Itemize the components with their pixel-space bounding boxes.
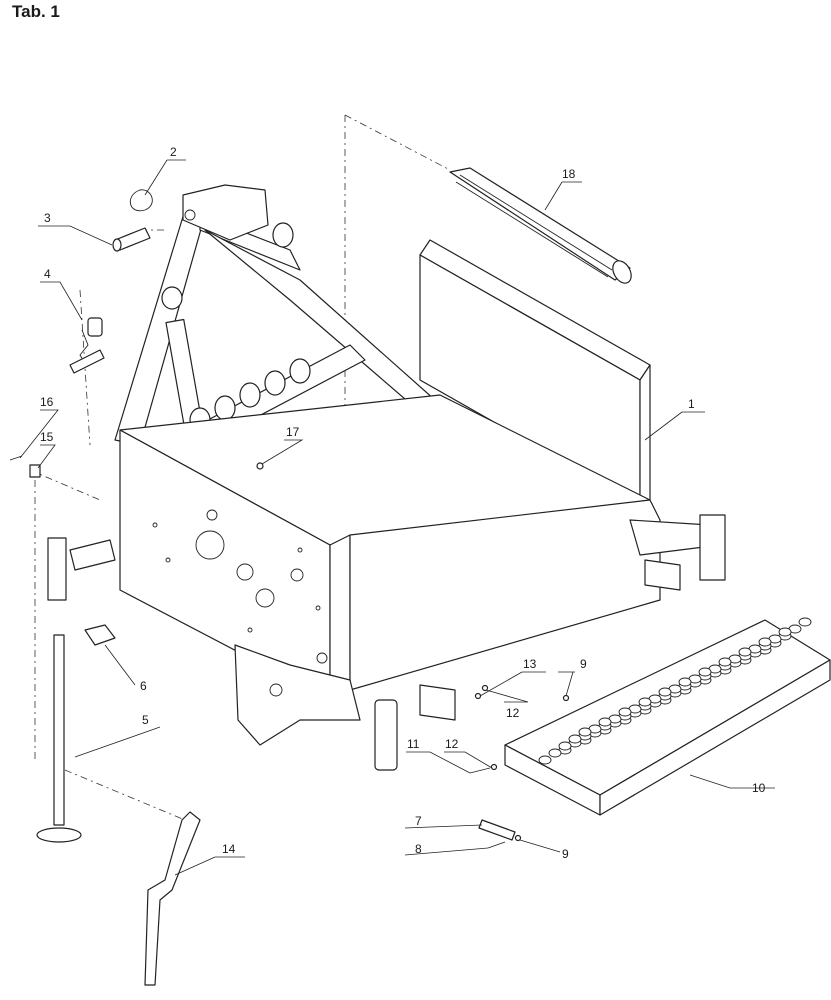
perforation-hole (718, 657, 732, 667)
callout-1: 1 (688, 397, 695, 411)
leader-lines (19, 159, 775, 876)
callout-14: 14 (222, 842, 236, 856)
perforation-hole (698, 667, 712, 677)
pin-part (112, 227, 151, 252)
perforation-hole (578, 727, 592, 737)
callout-7: 7 (415, 814, 422, 828)
step-plate-part (504, 619, 831, 816)
perforation-hole (758, 637, 772, 647)
callout-12b: 12 (506, 706, 520, 720)
right-side-bracket (629, 514, 726, 591)
perforation-hole (618, 707, 632, 717)
perforation-hole (798, 617, 812, 627)
chain-pin-part (69, 317, 105, 374)
page-title: Tab. 1 (12, 2, 60, 21)
perforation-hole (658, 687, 672, 697)
perforation-hole (548, 748, 562, 758)
nut-part (256, 462, 264, 470)
perforation-hole (638, 697, 652, 707)
callout-6: 6 (140, 679, 147, 693)
callout-4: 4 (44, 267, 51, 281)
callout-2: 2 (170, 145, 177, 159)
callout-16: 16 (40, 395, 54, 409)
perforation-hole (538, 755, 552, 765)
spring-pin-part (130, 189, 153, 212)
callout-18: 18 (562, 167, 576, 181)
callout-17: 17 (286, 425, 300, 439)
callout-3: 3 (44, 211, 51, 225)
callout-12a: 12 (445, 737, 459, 751)
coil-spring-part (449, 167, 632, 284)
callout-labels: 1 2 3 4 5 6 7 8 9 9 10 11 12 12 13 14 15… (40, 145, 766, 861)
lower-brackets (69, 539, 456, 771)
callout-9b: 9 (562, 847, 569, 861)
perforation-hole (678, 677, 692, 687)
crank-handle-part (144, 811, 201, 986)
callout-5: 5 (142, 713, 149, 727)
callout-8: 8 (415, 842, 422, 856)
clip-part (84, 624, 116, 646)
bolt-clip-parts (9, 455, 41, 478)
step-plate-holes (538, 617, 812, 765)
callout-9a: 9 (580, 657, 587, 671)
callout-13: 13 (523, 657, 537, 671)
callout-15: 15 (40, 430, 54, 444)
perforation-hole (558, 741, 572, 751)
perforation-hole (598, 717, 612, 727)
jack-stand-part (36, 537, 82, 843)
perforation-hole (738, 647, 752, 657)
main-frame (119, 394, 661, 701)
callout-10: 10 (752, 781, 766, 795)
callout-11: 11 (407, 737, 420, 751)
perforation-hole (568, 734, 582, 744)
perforation-hole (778, 627, 792, 637)
